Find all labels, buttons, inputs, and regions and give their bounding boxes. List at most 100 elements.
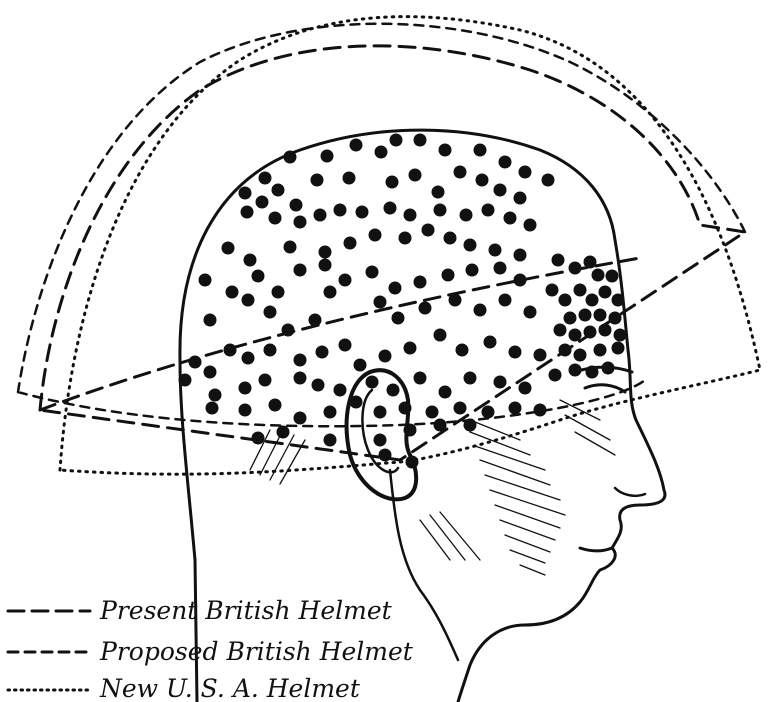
wound-dot [389,282,402,295]
wound-dot [321,150,334,163]
wound-dot [277,426,290,439]
wound-dot [552,254,565,267]
wound-dot [404,424,417,437]
wound-dot [484,336,497,349]
wound-dot [519,382,532,395]
wound-dot [404,342,417,355]
wound-dot [242,352,255,365]
wound-dot [612,294,625,307]
wound-dot [312,379,325,392]
wound-dot [179,374,192,387]
wound-dot [199,274,212,287]
wound-dot [339,339,352,352]
wound-dot [206,402,219,415]
wound-dot [514,274,527,287]
wound-dot [294,412,307,425]
wound-dot [414,372,427,385]
wound-dot [599,324,612,337]
wound-dot [354,359,367,372]
wound-dot [294,372,307,385]
wound-dot [242,294,255,307]
wound-dot [606,270,619,283]
wound-dot [324,406,337,419]
wound-dot [466,264,479,277]
wound-dot [414,276,427,289]
wound-dot [239,404,252,417]
wound-dot [454,402,467,415]
wound-dot [509,346,522,359]
wound-dot [434,419,447,432]
wound-dot [406,456,419,469]
wound-dot [409,169,422,182]
wound-dot [584,256,597,269]
wound-dot [339,274,352,287]
wound-dot [350,396,363,409]
wound-dot [384,202,397,215]
wound-dot [524,219,537,232]
wound-dot [282,324,295,337]
wound-dot [366,266,379,279]
wound-dot [374,296,387,309]
wound-dot [559,294,572,307]
wound-dot [614,329,627,342]
wound-dot [574,349,587,362]
wound-dot [224,344,237,357]
wound-dot [564,312,577,325]
wound-dot [374,406,387,419]
legend-item-present: Present British Helmet [8,596,393,625]
wound-dot [259,172,272,185]
wound-dot [334,204,347,217]
wound-dot [482,406,495,419]
wound-dot [474,304,487,317]
wound-dot [612,342,625,355]
wound-dot [599,286,612,299]
wound-dot [222,242,235,255]
wound-dot [542,174,555,187]
wound-dot [579,309,592,322]
wound-dot [514,249,527,262]
wound-dot [476,174,489,187]
wound-dot [434,329,447,342]
wound-dot [499,294,512,307]
wound-dot [546,284,559,297]
wound-dot [264,344,277,357]
wound-dot [569,329,582,342]
wound-dot [414,134,427,147]
wound-dot [241,206,254,219]
wound-dot [239,187,252,200]
wound-dot [464,372,477,385]
wound-dot [404,209,417,222]
wound-dot [592,269,605,282]
wound-dot [374,434,387,447]
wound-dot [434,204,447,217]
wound-dot [209,389,222,402]
wound-dot [324,434,337,447]
legend-label-present: Present British Helmet [99,596,393,625]
wound-dot [574,284,587,297]
wound-dot [569,262,582,275]
wound-dot [426,406,439,419]
wound-dot [474,144,487,157]
wound-dot [399,402,412,415]
wound-dot [252,270,265,283]
wound-dot [316,346,329,359]
wound-dot [189,356,202,369]
legend-label-proposed: Proposed British Helmet [99,637,414,666]
wound-dot [534,349,547,362]
wound-dot [449,294,462,307]
wound-dot [269,399,282,412]
wound-dot [519,166,532,179]
wound-dot [343,172,356,185]
wound-dot [311,174,324,187]
wound-dot [204,366,217,379]
wound-dot [379,350,392,363]
wound-dot [319,246,332,259]
wound-dot [226,286,239,299]
wound-dot [350,139,363,152]
wound-dot [294,354,307,367]
wound-dot [309,314,322,327]
wound-dot [584,326,597,339]
wound-dot [366,376,379,389]
wound-dot [294,216,307,229]
eye [585,385,625,392]
